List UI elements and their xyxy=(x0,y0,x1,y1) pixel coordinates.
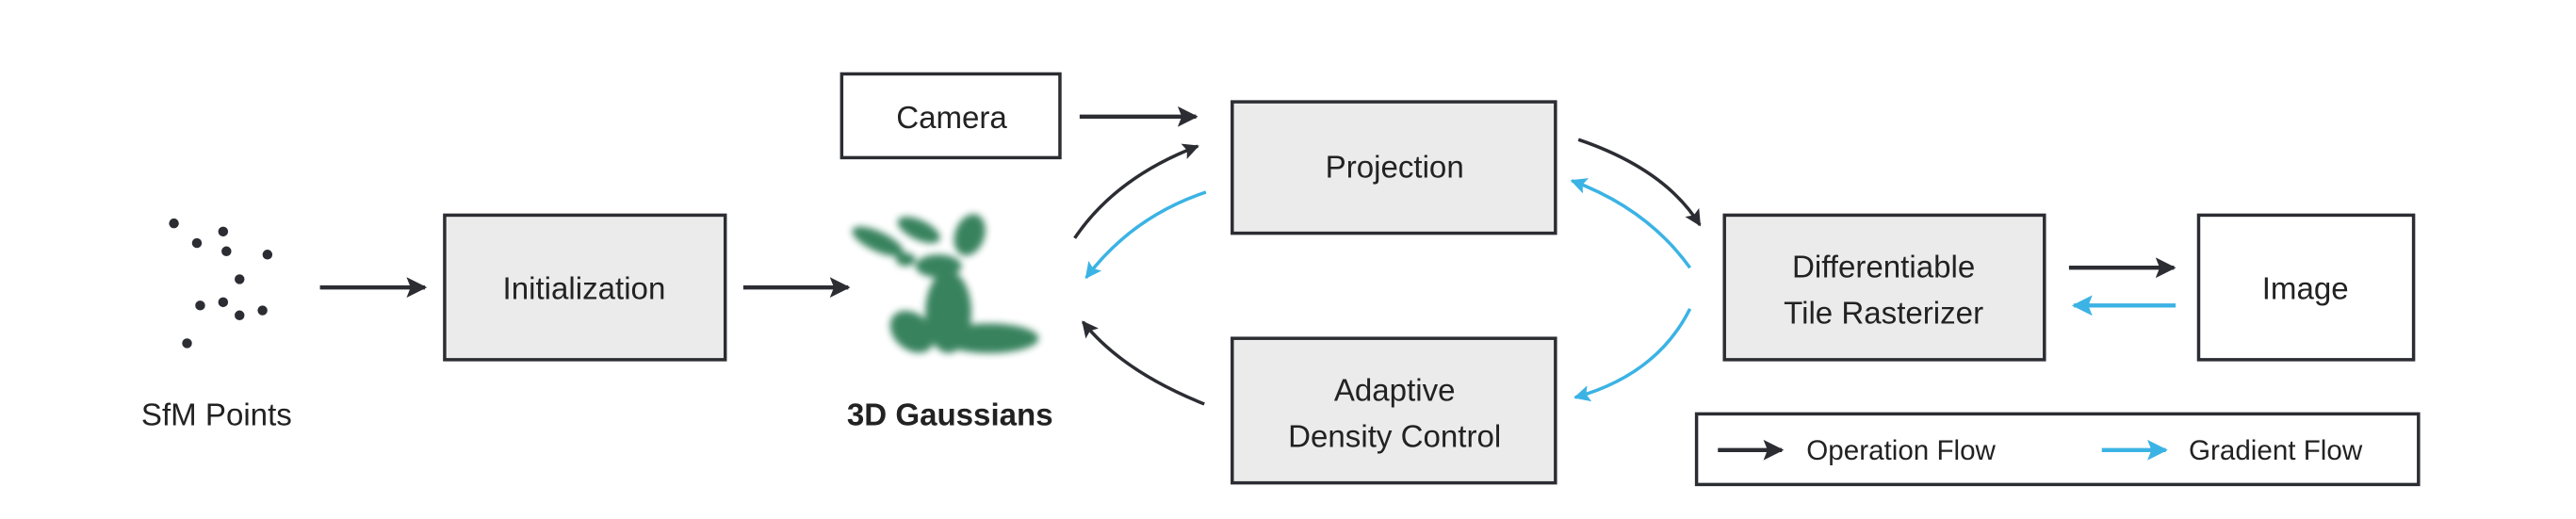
initialization-label: Initialization xyxy=(503,271,666,306)
adaptive-density-control-box xyxy=(1231,336,1557,485)
legend-gradient-label: Gradient Flow xyxy=(2189,435,2363,466)
legend: Operation Flow Gradient Flow xyxy=(1694,412,2421,487)
arrow-gaussians-to-projection xyxy=(1073,143,1199,239)
arrow-projection-to-rasterizer xyxy=(1577,138,1702,227)
rasterizer-label-line2: Tile Rasterizer xyxy=(1784,296,1983,331)
camera-box xyxy=(840,72,1062,160)
sfm-points-icon xyxy=(169,218,273,349)
gradient-rasterizer-to-adaptive xyxy=(1573,308,1692,402)
initialization-box xyxy=(443,213,727,362)
camera-label: Camera xyxy=(896,101,1007,136)
legend-operation-label: Operation Flow xyxy=(1806,435,1996,466)
adaptive-label-line1: Adaptive xyxy=(1334,373,1456,408)
adaptive-label-line2: Density Control xyxy=(1288,419,1501,454)
rasterizer-label-line1: Differentiable xyxy=(1792,251,1975,285)
gradient-rasterizer-to-projection xyxy=(1570,178,1692,269)
legend-box xyxy=(1694,412,2421,487)
image-label: Image xyxy=(2262,271,2349,306)
projection-box xyxy=(1231,100,1557,235)
image-box xyxy=(2196,213,2416,362)
projection-label: Projection xyxy=(1326,150,1464,185)
rasterizer-box xyxy=(1722,213,2046,362)
sfm-points-label: SfM Points xyxy=(141,398,292,433)
arrow-adaptive-to-gaussians xyxy=(1081,320,1205,406)
gradient-projection-to-gaussians xyxy=(1084,190,1207,280)
gaussians-label: 3D Gaussians xyxy=(847,398,1053,433)
gaussians-icon xyxy=(852,214,1039,353)
